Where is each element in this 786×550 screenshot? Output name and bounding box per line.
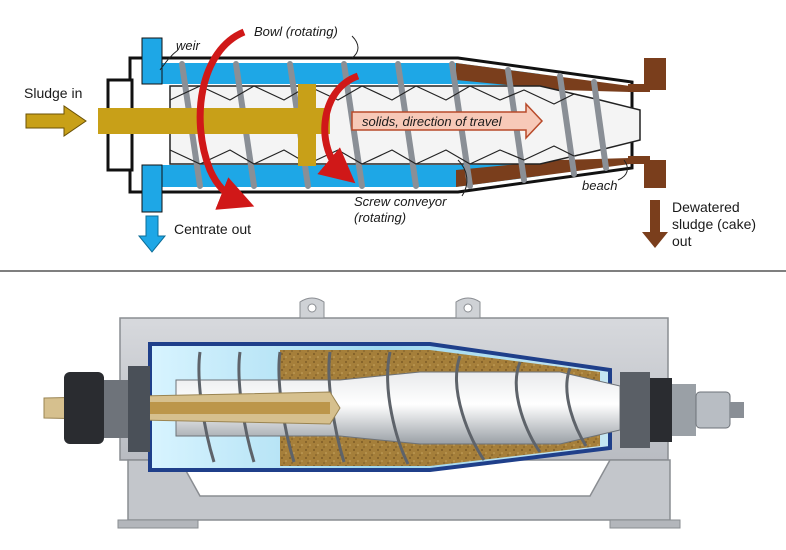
cake-discharge-bottom bbox=[644, 160, 666, 188]
weir-top bbox=[141, 37, 163, 85]
centrate-out-arrow bbox=[137, 215, 167, 253]
base-foot-left bbox=[117, 519, 199, 529]
feed-pipe bbox=[98, 108, 330, 134]
weir-leader bbox=[159, 49, 179, 71]
screw-rotation-arrow bbox=[317, 72, 360, 184]
flight-zigzag-bottom bbox=[169, 145, 575, 165]
schematic-diagram: solids, direction of travel Sludge in Ce… bbox=[24, 24, 756, 253]
base-foot-right bbox=[609, 519, 681, 529]
cake-flange-top bbox=[628, 84, 650, 92]
feed-distributor bbox=[298, 84, 316, 166]
cake-discharge-top bbox=[644, 58, 666, 90]
right-drive-assembly bbox=[620, 372, 744, 448]
bowl-leader bbox=[351, 35, 359, 59]
centrate-out-label: Centrate out bbox=[174, 221, 251, 237]
beach-label: beach bbox=[582, 178, 617, 193]
flight-zigzag-top bbox=[169, 85, 575, 105]
dewatered-label-line1: Dewatered bbox=[672, 199, 740, 215]
feed-tube-inner bbox=[110, 402, 330, 414]
cake-top bbox=[456, 63, 630, 92]
sludge-in-label: Sludge in bbox=[24, 85, 82, 101]
screw-conveyor-label-line2: (rotating) bbox=[354, 210, 406, 225]
sludge-in-arrow bbox=[25, 105, 87, 137]
bowl-label: Bowl (rotating) bbox=[254, 24, 338, 39]
cutaway-illustration bbox=[43, 297, 744, 529]
weir-label: weir bbox=[176, 38, 201, 53]
bowl-rotation-arrow bbox=[196, 28, 255, 210]
left-bearing-assembly bbox=[64, 366, 150, 452]
cake-flange-bottom bbox=[628, 156, 650, 164]
solids-direction-label: solids, direction of travel bbox=[362, 114, 503, 129]
screw-leader bbox=[457, 159, 468, 197]
dewatered-label-line2: sludge (cake) bbox=[672, 216, 756, 232]
beach-leader bbox=[617, 159, 628, 181]
liquid-pond-top bbox=[162, 63, 540, 86]
solids-direction-arrow bbox=[351, 102, 544, 140]
weir-bottom bbox=[141, 164, 163, 213]
cake-bottom bbox=[456, 158, 630, 187]
dewatered-label-line3: out bbox=[672, 233, 692, 249]
screw-conveyor-label-line1: Screw conveyor bbox=[354, 194, 447, 209]
cake-out-arrow bbox=[642, 200, 668, 248]
